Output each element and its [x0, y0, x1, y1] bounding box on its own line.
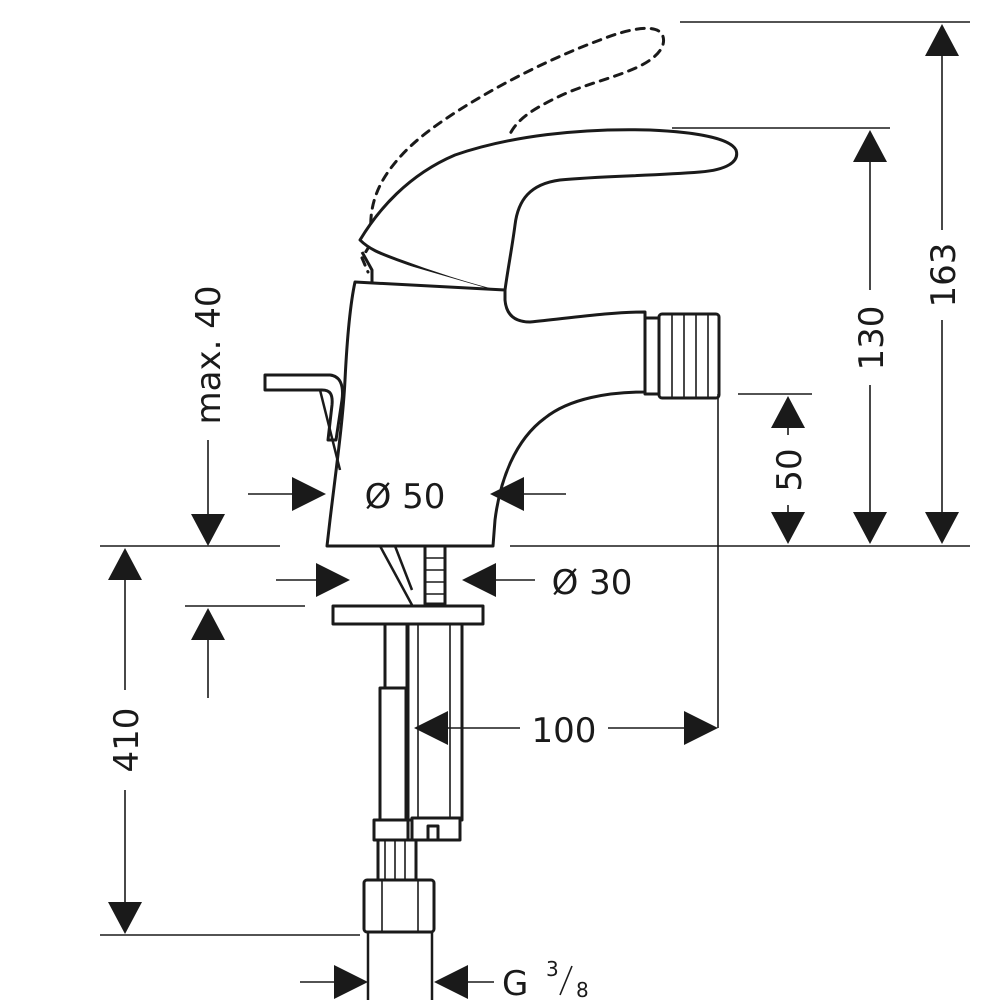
mounting-shank [378, 544, 447, 606]
dimension-labels: 163 130 50 max. 40 410 Ø 50 Ø 30 100 G 3… [107, 243, 964, 1000]
faucet-outline [263, 26, 739, 1000]
dim-spout-height-50: 50 [770, 448, 810, 491]
dim-reach-100: 100 [532, 711, 597, 751]
dim-max-40: max. 40 [189, 286, 229, 425]
dim-thread-g: G [502, 964, 528, 1000]
dim-height-163: 163 [924, 243, 964, 308]
valve-body [325, 280, 647, 548]
spout-nozzle [643, 312, 721, 400]
dim-height-130: 130 [852, 306, 892, 371]
supply-tubes [362, 622, 464, 1000]
dim-hose-410: 410 [107, 708, 147, 773]
dim-thread-numerator: 3 [546, 957, 559, 981]
dim-diameter-50: Ø 50 [365, 477, 446, 517]
popup-rod [263, 373, 344, 442]
dimension-lines [100, 21, 970, 1000]
lever-handle [358, 128, 739, 294]
dim-diameter-30: Ø 30 [552, 563, 633, 603]
dim-thread-denominator: 8 [576, 978, 589, 1000]
mounting-plate [331, 604, 485, 626]
lever-raised-dashed [369, 26, 665, 240]
